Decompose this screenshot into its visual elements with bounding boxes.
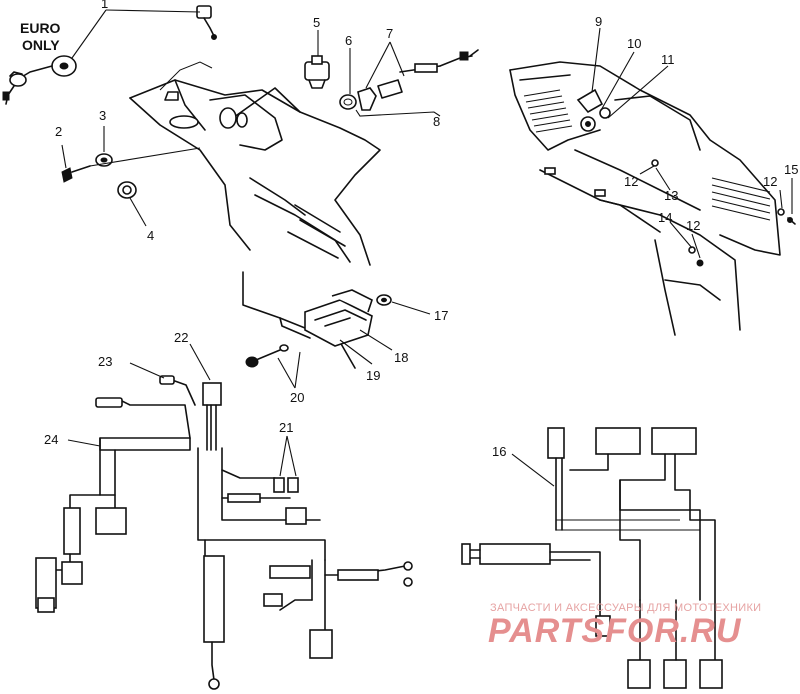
voltage-regulator — [304, 289, 373, 347]
callout-19: 19 — [366, 368, 380, 383]
mounting-bracket — [242, 271, 356, 369]
vent-grille-right — [711, 177, 771, 221]
callout-5: 5 — [313, 15, 320, 30]
callout-11: 11 — [661, 52, 675, 67]
callout-labels: 1 2 3 4 5 6 7 8 9 10 11 12 13 14 12 12 1… — [44, 0, 798, 459]
screw — [61, 165, 91, 183]
hood-panel — [129, 61, 381, 266]
callout-18: 18 — [394, 350, 408, 365]
callout-23: 23 — [98, 354, 112, 369]
callout-16: 16 — [492, 444, 506, 459]
callout-12c: 12 — [763, 174, 777, 189]
switch-bezel — [339, 94, 357, 110]
washers — [651, 159, 785, 267]
assembly-line — [89, 147, 201, 167]
ignition-key-switch — [2, 5, 217, 105]
bulb — [599, 107, 611, 119]
callout-7: 7 — [386, 26, 393, 41]
callout-10: 10 — [627, 36, 641, 51]
callout-2: 2 — [55, 124, 62, 139]
dash-panel — [509, 61, 781, 336]
bolt — [787, 217, 796, 225]
wiring-harness-sub — [461, 427, 723, 689]
watermark: ЗАПЧАСТИ И АКСЕССУАРЫ ДЛЯ МОТОТЕХНИКИ PA… — [488, 602, 761, 650]
callout-17: 17 — [434, 308, 448, 323]
callout-13: 13 — [664, 188, 678, 203]
nut — [95, 153, 113, 167]
connector-set — [357, 49, 479, 111]
callout-15: 15 — [784, 162, 798, 177]
light-switch — [304, 55, 330, 89]
speedometer-bracket — [576, 88, 604, 132]
callout-6: 6 — [345, 33, 352, 48]
callout-22: 22 — [174, 330, 188, 345]
callout-8: 8 — [433, 114, 440, 129]
callout-24: 24 — [44, 432, 58, 447]
callout-21: 21 — [279, 420, 293, 435]
wiring-harness — [35, 375, 413, 690]
callout-14: 14 — [658, 210, 672, 225]
callout-4: 4 — [147, 228, 154, 243]
watermark-logo: PARTSFOR.RU — [488, 612, 742, 650]
screw-20 — [245, 344, 289, 368]
callout-1: 1 — [101, 0, 108, 11]
callout-9: 9 — [595, 14, 602, 29]
callout-12a: 12 — [624, 174, 638, 189]
washer-17 — [376, 294, 392, 306]
callout-20: 20 — [290, 390, 304, 405]
grommet — [117, 181, 137, 199]
watermark-caption: ЗАПЧАСТИ И АКСЕССУАРЫ ДЛЯ МОТОТЕХНИКИ — [490, 602, 761, 614]
euro-only-note-line2: ONLY — [22, 37, 60, 53]
callout-12b: 12 — [686, 218, 700, 233]
vent-grille-left — [523, 89, 573, 133]
leader-lines — [61, 9, 793, 487]
callout-3: 3 — [99, 108, 106, 123]
euro-only-note-line1: EURO — [20, 20, 61, 36]
